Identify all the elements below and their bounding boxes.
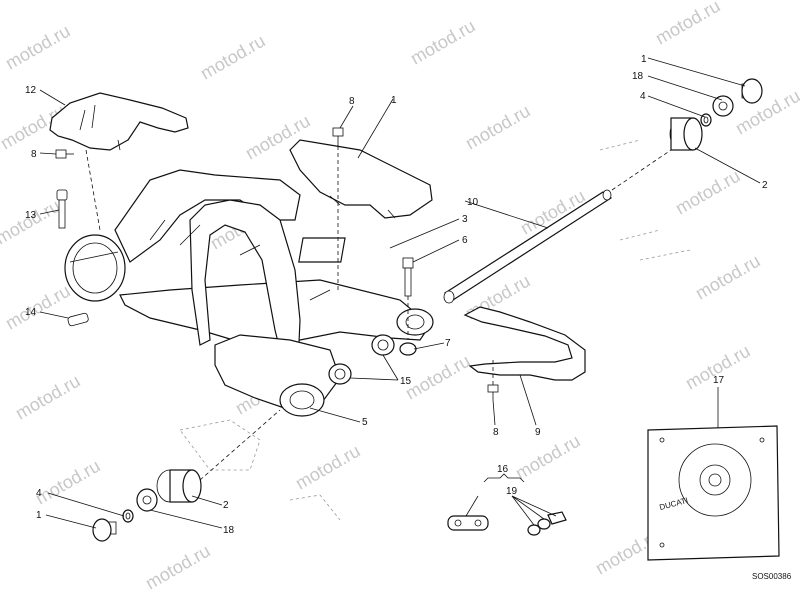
washer-part bbox=[700, 113, 712, 127]
watermark: motod.ru bbox=[2, 281, 74, 334]
watermark: motod.ru bbox=[32, 456, 104, 509]
bearing-sleeve-part bbox=[669, 117, 703, 151]
chain-slider-part bbox=[463, 306, 586, 381]
small-pin-part bbox=[67, 312, 89, 327]
callout-1: 1 bbox=[391, 95, 397, 106]
watermark: motod.ru bbox=[402, 351, 474, 404]
callout-18: 18 bbox=[632, 71, 644, 82]
watermark: motod.ru bbox=[12, 371, 84, 424]
callout-4: 4 bbox=[640, 91, 646, 102]
pivot-cap-part bbox=[741, 78, 763, 104]
washer-part bbox=[122, 509, 134, 523]
swingarm-part bbox=[64, 169, 434, 417]
callout-14: 14 bbox=[25, 307, 37, 318]
decal-sheet-part bbox=[647, 425, 780, 561]
watermark: motod.ru bbox=[672, 166, 744, 219]
chain-guard-part bbox=[49, 92, 189, 151]
chain-clip-part bbox=[527, 511, 567, 536]
watermark: motod.ru bbox=[197, 31, 269, 84]
callout-1: 1 bbox=[36, 510, 42, 521]
watermark: motod.ru bbox=[462, 101, 534, 154]
callout-2: 2 bbox=[223, 500, 229, 511]
callout-3: 3 bbox=[462, 214, 468, 225]
watermark: motod.ru bbox=[0, 196, 64, 249]
nut-part bbox=[399, 342, 417, 356]
callout-7: 7 bbox=[445, 338, 451, 349]
watermark: motod.ru bbox=[407, 16, 479, 69]
callout-1: 1 bbox=[641, 54, 647, 65]
top-cover-plate-part bbox=[289, 139, 433, 219]
callouts: 1 18 4 2 12 8 13 14 8 1 10 3 6 7 15 5 8 … bbox=[25, 54, 768, 536]
watermark: motod.ru bbox=[142, 541, 214, 594]
callout-13: 13 bbox=[25, 210, 37, 221]
callout-8: 8 bbox=[349, 96, 355, 107]
chain-link-part bbox=[447, 515, 489, 531]
callout-18: 18 bbox=[223, 525, 235, 536]
rectangular-plate-part bbox=[298, 237, 346, 263]
spacer-ring-part bbox=[712, 95, 734, 117]
assembly-lines bbox=[85, 146, 672, 481]
callout-5: 5 bbox=[362, 417, 368, 428]
drawing-code: SOS00386 bbox=[752, 572, 792, 581]
spacer-ring-part bbox=[136, 488, 158, 512]
callout-8: 8 bbox=[31, 149, 37, 160]
pivot-long-bolt-part bbox=[56, 189, 68, 229]
watermark: motod.ru bbox=[512, 431, 584, 484]
guard-screw-part bbox=[55, 149, 74, 159]
watermark: motod.ru bbox=[2, 21, 74, 74]
watermark: motod.ru bbox=[652, 0, 724, 48]
callout-10: 10 bbox=[467, 197, 479, 208]
slider-screw-part bbox=[487, 384, 499, 400]
bearing-sleeve-part bbox=[156, 469, 202, 503]
callout-2: 2 bbox=[762, 180, 768, 191]
pivot-shaft-part bbox=[443, 189, 613, 304]
watermark: motod.ru bbox=[292, 441, 364, 494]
callout-19: 19 bbox=[506, 486, 518, 497]
callout-15: 15 bbox=[400, 376, 412, 387]
bushing-part bbox=[371, 334, 395, 356]
callout-8: 8 bbox=[493, 427, 499, 438]
callout-9: 9 bbox=[535, 427, 541, 438]
watermark: motod.ru bbox=[692, 251, 764, 304]
ghost-outline-part bbox=[179, 139, 691, 521]
callout-16: 16 bbox=[497, 464, 509, 475]
callout-4: 4 bbox=[36, 488, 42, 499]
bushing-bolt-part bbox=[402, 257, 414, 297]
callout-12: 12 bbox=[25, 85, 37, 96]
leader-lines bbox=[39, 57, 761, 529]
bushing-part bbox=[328, 363, 352, 385]
pivot-cap-part bbox=[92, 518, 117, 542]
plate-screw-part bbox=[332, 127, 344, 146]
callout-17: 17 bbox=[713, 375, 725, 386]
callout-6: 6 bbox=[462, 235, 468, 246]
